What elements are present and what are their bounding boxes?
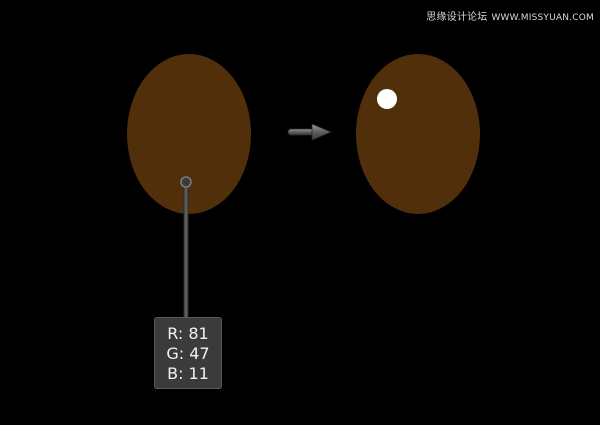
right-arrow-icon: [287, 123, 333, 141]
rgb-readout-box: R: 81 G: 47 B: 11: [154, 317, 222, 389]
watermark-site: WWW.MISSYUAN.COM: [491, 13, 594, 23]
rgb-green-value: G: 47: [166, 344, 210, 363]
left-eye-oval: [127, 54, 251, 214]
right-eye-oval: [356, 54, 480, 214]
watermark-text: 思缘设计论坛: [426, 12, 488, 23]
rgb-blue-value: B: 11: [167, 364, 209, 383]
color-sample-pointer: [180, 176, 192, 318]
eye-highlight-dot: [377, 89, 397, 109]
sample-point-circle-icon: [180, 176, 192, 188]
rgb-red-value: R: 81: [167, 324, 209, 343]
